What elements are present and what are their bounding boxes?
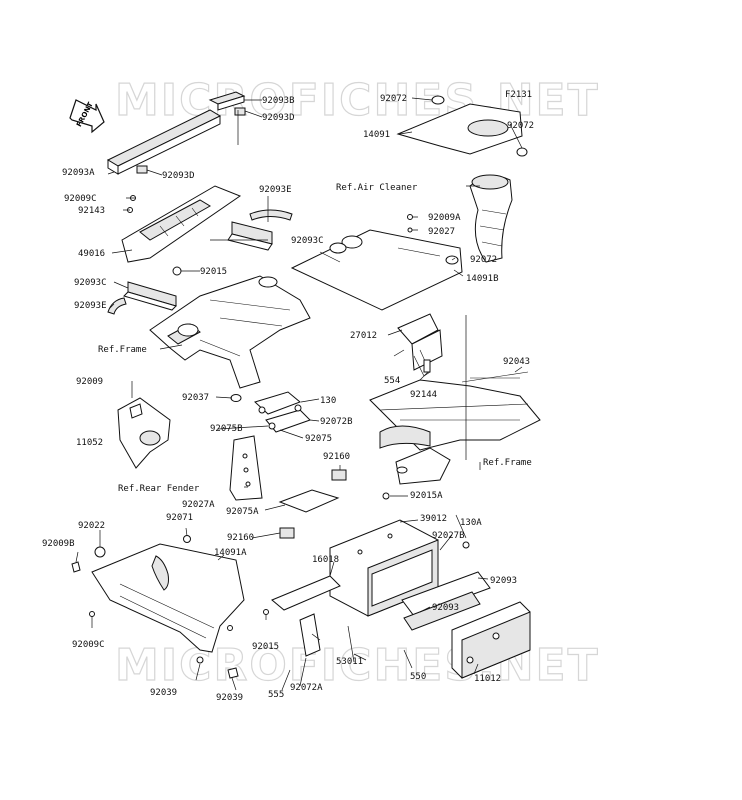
label-130A: 130A xyxy=(460,518,482,528)
fender-bracket-group xyxy=(117,381,347,539)
label-92015A: 92015A xyxy=(410,491,443,501)
label-92039-a: 92039 xyxy=(150,688,177,698)
label-92009: 92009 xyxy=(76,377,103,387)
label-92072-top: 92072 xyxy=(380,94,407,104)
ref-frame-right: Ref.Frame xyxy=(483,458,532,468)
label-92027B: 92027B xyxy=(432,531,465,541)
label-92075B: 92075B xyxy=(210,424,243,434)
label-53011: 53011 xyxy=(336,657,363,667)
ref-rear-fender: Ref.Rear Fender xyxy=(118,484,200,494)
battery-box-group xyxy=(271,492,531,691)
ref-frame-left: Ref.Frame xyxy=(98,345,147,355)
label-92027A: 92027A xyxy=(182,500,215,510)
label-39012: 39012 xyxy=(420,514,447,524)
label-92072-right: 92072 xyxy=(507,121,534,131)
label-92093D: 92093D xyxy=(162,171,195,181)
label-92160-top: 92160 xyxy=(323,452,350,462)
label-92009A: 92009A xyxy=(428,213,461,223)
figure-code: F2131 xyxy=(505,90,532,100)
front-arrow-icon: FRONT xyxy=(69,99,105,134)
label-11052: 11052 xyxy=(76,438,103,448)
label-92071: 92071 xyxy=(166,513,193,523)
label-92075: 92075 xyxy=(305,434,332,444)
label-92072B: 92072B xyxy=(320,417,353,427)
label-554: 554 xyxy=(384,376,400,386)
label-92093B: 92093B xyxy=(262,96,295,106)
label-550: 550 xyxy=(410,672,426,682)
label-16018: 16018 xyxy=(312,555,339,565)
cover-14091A-group xyxy=(71,527,269,691)
label-92072-mid: 92072 xyxy=(470,255,497,265)
label-92144: 92144 xyxy=(410,390,437,400)
label-92015-top: 92015 xyxy=(200,267,227,277)
frame-left-group xyxy=(149,275,311,389)
label-92160-mid: 92160 xyxy=(227,533,254,543)
label-130: 130 xyxy=(320,396,336,406)
label-27012: 27012 xyxy=(350,331,377,341)
air-cleaner-group xyxy=(290,95,528,311)
label-14091B: 14091B xyxy=(466,274,499,284)
label-92093-r1: 92093 xyxy=(490,576,517,586)
label-92093-r2: 92093 xyxy=(432,603,459,613)
label-92037: 92037 xyxy=(182,393,209,403)
label-92072A: 92072A xyxy=(290,683,323,693)
label-92093D-top: 92093D xyxy=(262,113,295,123)
frame-right-group xyxy=(369,313,541,485)
label-11012: 11012 xyxy=(474,674,501,684)
label-92009C-top: 92009C xyxy=(64,194,97,204)
label-49016: 49016 xyxy=(78,249,105,259)
label-92009B: 92009B xyxy=(42,539,75,549)
label-92022: 92022 xyxy=(78,521,105,531)
label-92093A: 92093A xyxy=(62,168,95,178)
ref-air-cleaner: Ref.Air Cleaner xyxy=(336,183,418,193)
seat-pads-group xyxy=(106,91,293,315)
label-14091A: 14091A xyxy=(214,548,247,558)
label-14091: 14091 xyxy=(363,130,390,140)
watermark-top: MICROFICHES.NET xyxy=(115,75,600,126)
label-92015-bot: 92015 xyxy=(252,642,279,652)
label-92043: 92043 xyxy=(503,357,530,367)
label-555: 555 xyxy=(268,690,284,700)
label-92093E-top: 92093E xyxy=(259,185,292,195)
label-92039-b: 92039 xyxy=(216,693,243,703)
label-92093C-mid: 92093C xyxy=(291,236,324,246)
label-92093E-left: 92093E xyxy=(74,301,107,311)
label-92093C-left: 92093C xyxy=(74,278,107,288)
reference-labels: Ref.Air Cleaner Ref.Frame Ref.Frame Ref.… xyxy=(98,183,532,494)
label-92009C-bot: 92009C xyxy=(72,640,105,650)
label-92143: 92143 xyxy=(78,206,105,216)
label-92075A: 92075A xyxy=(226,507,259,517)
label-92027: 92027 xyxy=(428,227,455,237)
part-labels: 92093B 92093D 92093A 92093D 92009C 92143… xyxy=(42,94,534,703)
